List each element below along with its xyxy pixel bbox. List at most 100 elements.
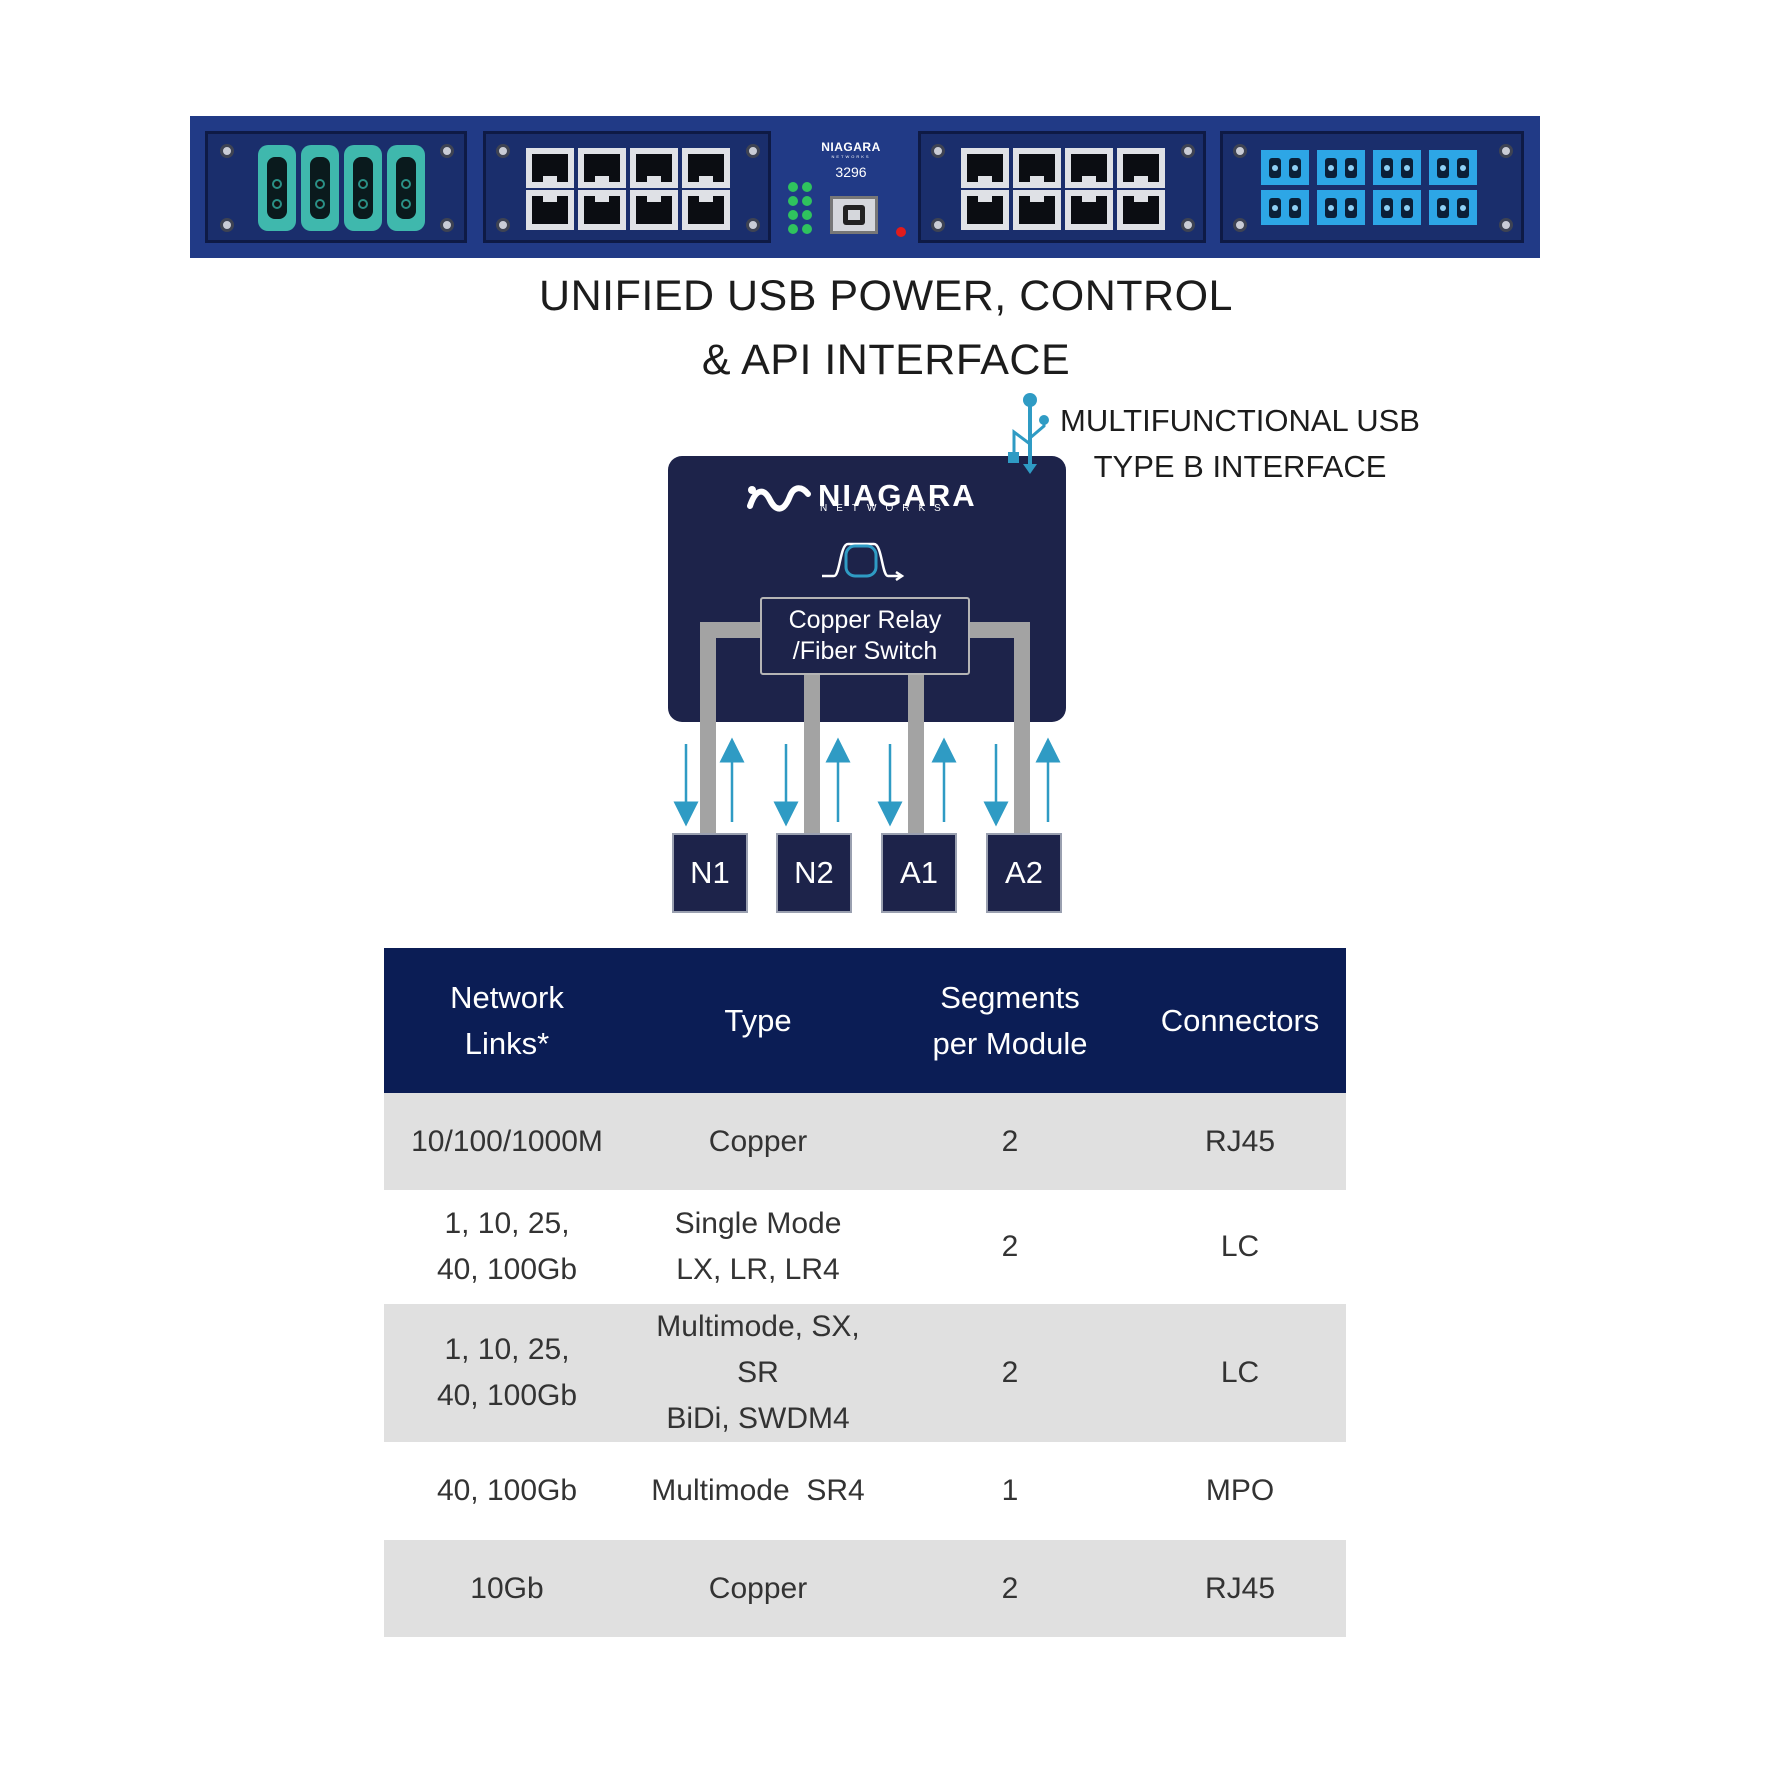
- wire-n1-horizontal: [700, 622, 762, 638]
- cell-links: 1, 10, 25,40, 100Gb: [384, 1304, 630, 1442]
- rj45-port: [578, 190, 626, 230]
- screw: [440, 218, 454, 232]
- screw: [220, 218, 234, 232]
- rj45-port: [526, 148, 574, 188]
- status-led: [788, 196, 798, 206]
- relay-label-line-1: Copper Relay: [788, 606, 942, 634]
- chassis-brand-sub: NETWORKS: [831, 154, 871, 159]
- status-led: [802, 182, 812, 192]
- screw: [1499, 144, 1513, 158]
- port-n1: N1: [672, 833, 748, 913]
- rj45-port: [1065, 148, 1113, 188]
- chassis-front-panel: NIAGARA NETWORKS 3296: [190, 116, 1540, 258]
- status-led: [802, 196, 812, 206]
- rj45-port: [961, 148, 1009, 188]
- lc-fiber-port: [1261, 150, 1309, 185]
- headline-line-2: & API INTERFACE: [701, 336, 1071, 384]
- usb-icon: [1008, 393, 1049, 474]
- lc-fiber-port: [1429, 150, 1477, 185]
- status-led: [788, 210, 798, 220]
- cell-links: 40, 100Gb: [436, 1474, 578, 1507]
- db9-connector: [344, 145, 382, 231]
- cell-segments: 2: [1001, 1230, 1019, 1263]
- rj45-port: [526, 190, 574, 230]
- cell-links: 10Gb: [384, 1540, 630, 1637]
- rj45-port: [1065, 190, 1113, 230]
- header-type: Type: [630, 948, 886, 1093]
- bypass-device-body: [668, 456, 1066, 722]
- status-led: [788, 224, 798, 234]
- rj45-port: [682, 190, 730, 230]
- cell-segments: 2: [886, 1540, 1134, 1637]
- usb-interface-label-line-1: MULTIFUNCTIONAL USB: [1060, 403, 1420, 438]
- rj45-port: [1117, 190, 1165, 230]
- relay-switch-box: Copper Relay /Fiber Switch: [760, 597, 970, 675]
- rj45-port: [961, 190, 1009, 230]
- lc-fiber-port: [1317, 190, 1365, 225]
- header-connectors: Connectors: [1134, 948, 1346, 1093]
- screw: [220, 144, 234, 158]
- cell-type: Copper: [630, 1540, 886, 1637]
- cell-segments: 1: [1001, 1474, 1019, 1507]
- rj45-port: [630, 190, 678, 230]
- status-led: [788, 182, 798, 192]
- screw: [746, 144, 760, 158]
- device-brand-sub: NETWORKS: [820, 503, 950, 514]
- port-a2: A2: [986, 833, 1062, 913]
- port-a1: A1: [881, 833, 957, 913]
- db9-module: [205, 131, 467, 243]
- rj45-module-left: [483, 131, 771, 243]
- cell-connectors: LC: [1134, 1304, 1346, 1442]
- chassis-model-number: 3296: [835, 164, 867, 180]
- lc-fiber-port: [1373, 150, 1421, 185]
- niagara-logo-icon: [747, 485, 811, 512]
- screw: [1233, 218, 1247, 232]
- relay-label-line-2: /Fiber Switch: [792, 637, 938, 665]
- db9-connector: [301, 145, 339, 231]
- cell-connectors: RJ45: [1134, 1540, 1346, 1637]
- rj45-port: [1013, 148, 1061, 188]
- rj45-port: [1013, 190, 1061, 230]
- rj45-port: [1117, 148, 1165, 188]
- lc-fiber-port: [1373, 190, 1421, 225]
- lc-fiber-port: [1429, 190, 1477, 225]
- wire-a2: [1014, 622, 1030, 834]
- rj45-port: [682, 148, 730, 188]
- rj45-module-right: [918, 131, 1206, 243]
- chassis-brand: NIAGARA: [821, 140, 881, 154]
- table-row: 10/100/1000M Copper 2 RJ45: [384, 1093, 1346, 1190]
- usb-type-b-port[interactable]: [830, 196, 878, 234]
- screw: [1181, 144, 1195, 158]
- wire-n2: [804, 674, 820, 834]
- table-row: 10Gb Copper 2 RJ45: [384, 1540, 1346, 1637]
- screw: [1233, 144, 1247, 158]
- table-row: 40, 100Gb Multimode SR4 1 MPO: [384, 1442, 1346, 1540]
- db9-connector: [258, 145, 296, 231]
- power-led: [896, 227, 906, 237]
- screw: [746, 218, 760, 232]
- wire-a2-horizontal: [968, 622, 1030, 638]
- cell-links: 10/100/1000M: [384, 1093, 630, 1190]
- lc-fiber-port: [1261, 190, 1309, 225]
- cell-type: Copper: [630, 1093, 886, 1190]
- traffic-flow-arrows: [673, 737, 1061, 827]
- screw: [931, 144, 945, 158]
- cell-connectors: MPO: [1205, 1474, 1275, 1507]
- db9-connector: [387, 145, 425, 231]
- cell-connectors: LC: [1220, 1230, 1260, 1263]
- cell-connectors: RJ45: [1134, 1093, 1346, 1190]
- port-n2: N2: [776, 833, 852, 913]
- lc-fiber-module: [1220, 131, 1524, 243]
- wire-n1: [700, 622, 716, 834]
- headline-line-1: UNIFIED USB POWER, CONTROL: [539, 272, 1233, 320]
- cell-type: Multimode SR4: [651, 1474, 865, 1507]
- relay-switch-icon: [822, 542, 905, 582]
- wire-a1: [908, 674, 924, 834]
